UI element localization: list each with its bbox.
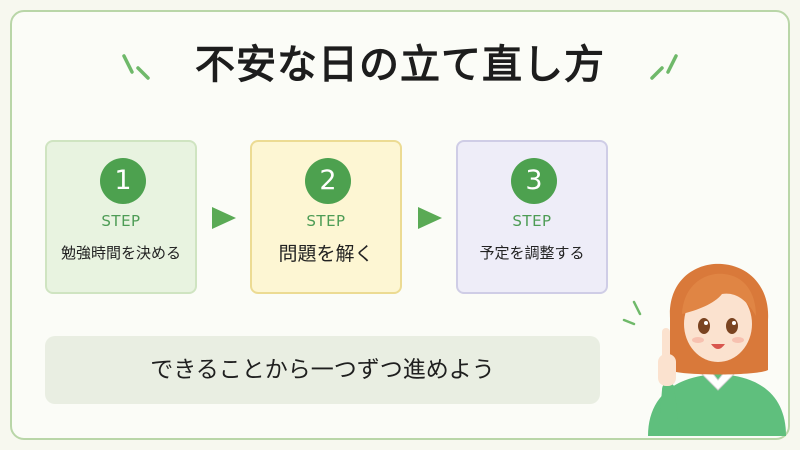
step-card-1: 1 STEP 勉強時間を決める (45, 140, 197, 294)
step-word: STEP (306, 212, 346, 230)
arrow-right-icon (416, 205, 444, 235)
step-card-2: 2 STEP 問題を解く (250, 140, 402, 294)
encouragement-banner: できることから一つずつ進めよう (45, 336, 600, 404)
girl-illustration (618, 258, 788, 436)
right-accent-dash-icon (646, 50, 682, 84)
step-number-badge: 1 (100, 158, 146, 204)
step-card-3: 3 STEP 予定を調整する (456, 140, 608, 294)
step-word: STEP (101, 212, 141, 230)
step-label: 問題を解く (278, 243, 374, 265)
step-number-badge: 2 (305, 158, 351, 204)
step-label: 勉強時間を決める (60, 244, 181, 262)
step-label: 予定を調整する (479, 244, 585, 262)
step-number-badge: 3 (511, 158, 557, 204)
step-word: STEP (512, 212, 552, 230)
left-accent-dash-icon (118, 50, 154, 84)
arrow-right-icon (210, 205, 238, 235)
page-title: 不安な日の立て直し方 (195, 42, 605, 88)
